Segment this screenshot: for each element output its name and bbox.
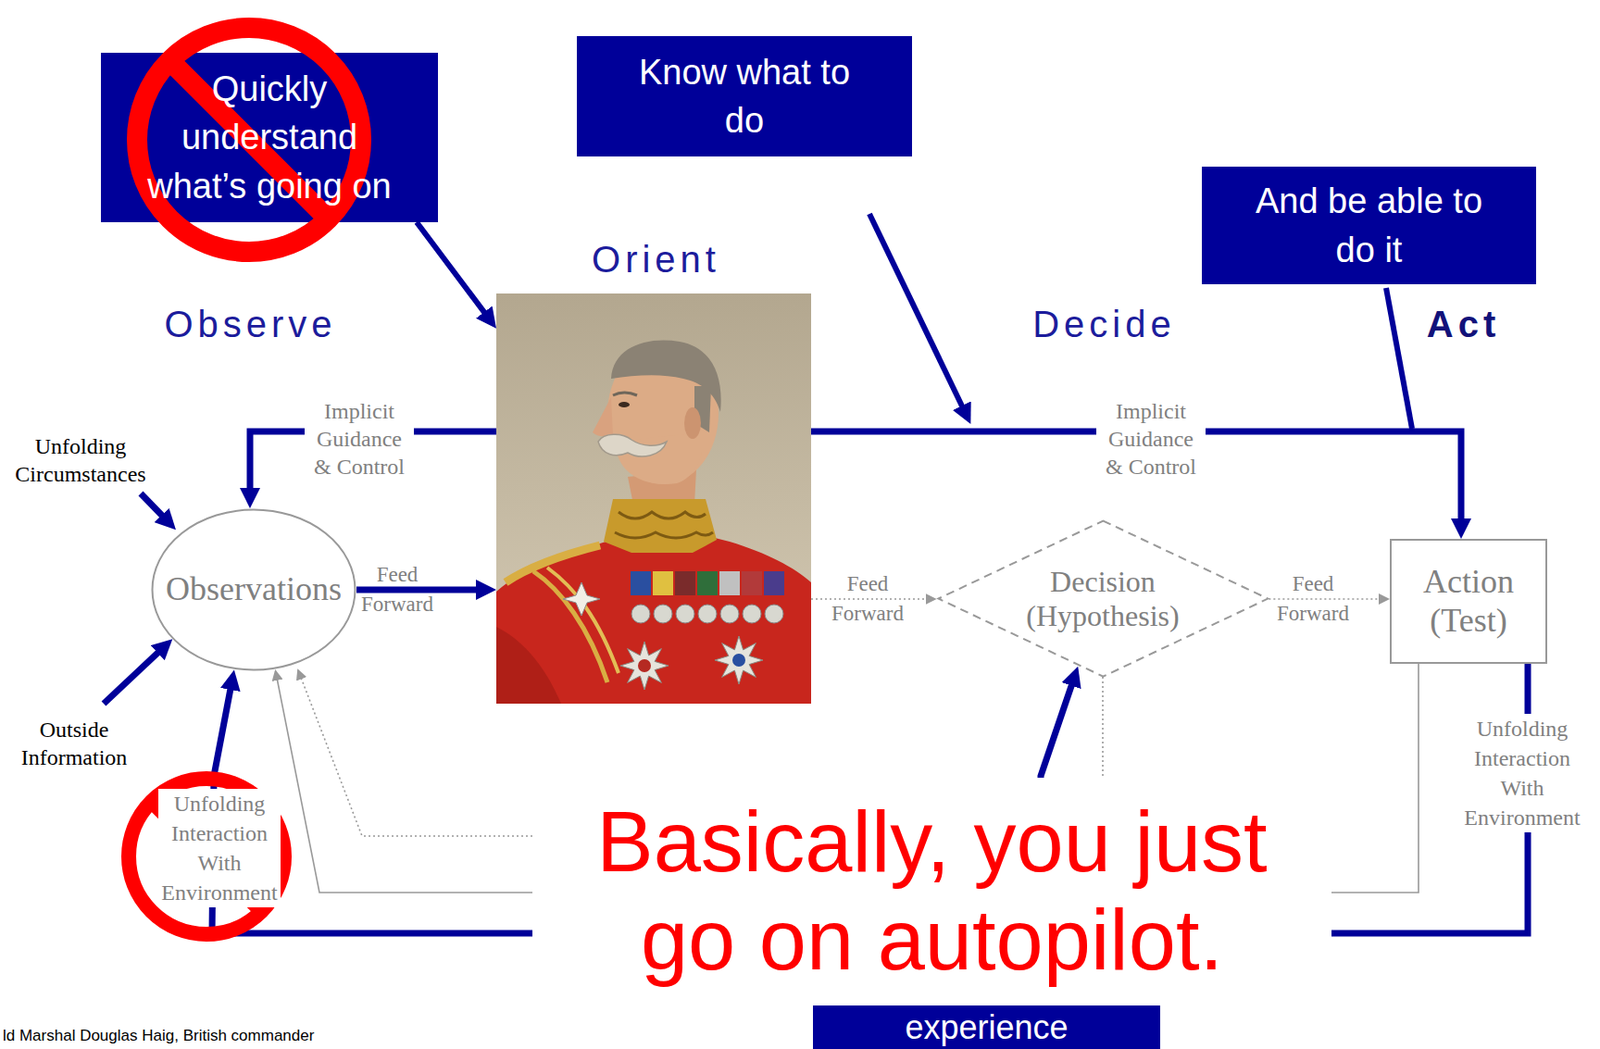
- callout-line: [1386, 287, 1413, 429]
- prohibition-sign: [137, 27, 362, 252]
- order-star-centre: [637, 659, 651, 673]
- edge-label: Feed Forward: [1276, 569, 1350, 629]
- label-wrap: ld Marshal Douglas Haig, British command…: [2, 1026, 314, 1046]
- collar: [603, 499, 717, 553]
- connector: [416, 222, 491, 322]
- edge-label: Unfolding Interaction With Environment: [1461, 713, 1583, 833]
- overlay-caption: Basically, you just go on autopilot.: [532, 777, 1332, 1006]
- node-text: Know what to do: [621, 48, 868, 146]
- prohibition-sign: [128, 778, 285, 935]
- medal-ribbon: [741, 571, 763, 596]
- feedback-line: [1101, 676, 1104, 776]
- callout-box: Know what to do: [576, 36, 913, 157]
- callout-arrow: [869, 213, 967, 416]
- input-label: Outside Information: [21, 715, 128, 772]
- diamond-outline: [937, 521, 1268, 677]
- collar-embroidery: [618, 512, 706, 519]
- ellipse-outline: [152, 510, 356, 671]
- connector: [356, 587, 488, 594]
- edge-label: Feed Forward: [361, 560, 434, 620]
- leader-arrow: [140, 493, 170, 524]
- label-wrap: Act: [1422, 302, 1500, 346]
- node-text: Observations: [165, 570, 342, 609]
- node-text: Decision (Hypothesis): [1025, 564, 1179, 634]
- label-wrap: Outside Information: [21, 715, 128, 772]
- stage-heading: Decide: [1027, 302, 1176, 346]
- order-star: [620, 641, 669, 690]
- medal: [653, 604, 673, 624]
- edge-label-wrap: Implicit Guidance & Control: [304, 397, 414, 481]
- node-text: Orient: [496, 237, 812, 281]
- medal-ribbon: [697, 571, 718, 596]
- label-wrap: Unfolding Circumstances: [14, 432, 146, 488]
- stage-heading: Act: [1422, 302, 1500, 346]
- label-wrap: Decide: [1027, 302, 1176, 346]
- label-wrap: Basically, you just go on autopilot.: [532, 777, 1332, 1006]
- edge-label-wrap: Unfolding Interaction With Environment: [1461, 713, 1583, 833]
- stage-heading: Observe: [159, 302, 337, 346]
- input-label: Unfolding Interaction With Environment: [158, 788, 280, 908]
- medal-ribbon: [675, 571, 696, 596]
- node-text: Quickly understand what’s going on: [137, 64, 401, 211]
- medal: [698, 604, 717, 624]
- medal: [720, 604, 739, 624]
- edge-label-wrap: Implicit Guidance & Control: [1096, 397, 1206, 481]
- node-text: And be able to do it: [1243, 176, 1495, 275]
- portrait-frame: Orient: [496, 293, 812, 704]
- callout-box: experience: [812, 1005, 1161, 1049]
- epaulette: [505, 545, 600, 583]
- callout-box: Quickly understand what’s going on: [100, 52, 438, 223]
- tunic-shade: [496, 626, 562, 704]
- medal: [742, 604, 762, 624]
- connectors: [212, 222, 1528, 1006]
- leader-arrow: [103, 645, 166, 704]
- order-star-centre: [732, 653, 746, 667]
- edge-label: Feed Forward: [831, 569, 904, 629]
- observations-ellipse: Observations: [150, 508, 357, 672]
- medal-ribbon: [719, 571, 740, 596]
- input-label: Unfolding Circumstances: [14, 432, 146, 488]
- callout-box: And be able to do it: [1201, 166, 1537, 285]
- medal: [631, 604, 650, 624]
- feedback-line: [298, 670, 533, 837]
- edge-label-wrap: Feed Forward: [361, 560, 434, 620]
- label-wrap: Unfolding Interaction With Environment: [158, 788, 280, 908]
- edge-label: Implicit Guidance & Control: [1096, 397, 1206, 481]
- image-credit: ld Marshal Douglas Haig, British command…: [2, 1026, 314, 1046]
- medal: [675, 604, 695, 624]
- portrait-illustration: [496, 293, 812, 704]
- medal-ribbon: [630, 571, 651, 596]
- decision-diamond: Decision (Hypothesis): [937, 519, 1270, 678]
- eye: [618, 401, 630, 408]
- ear: [684, 407, 701, 439]
- order-badge: [562, 582, 600, 616]
- medal-ribbon: [763, 571, 785, 596]
- connector: [811, 598, 936, 600]
- order-star: [714, 636, 763, 685]
- edge-label-wrap: Feed Forward: [1276, 569, 1350, 629]
- gold-cord: [547, 567, 619, 674]
- connector: [1268, 598, 1388, 600]
- edge-label: Implicit Guidance & Control: [304, 397, 414, 481]
- moustache: [598, 434, 667, 457]
- portrait-ground: [496, 293, 812, 704]
- collar-embroidery: [614, 532, 713, 538]
- node-text: experience: [904, 1007, 1068, 1048]
- prohibition-slash: [170, 61, 329, 220]
- medal: [764, 604, 784, 624]
- edge-label-wrap: Feed Forward: [831, 569, 904, 629]
- nose: [592, 397, 613, 438]
- label-wrap: Observe: [159, 302, 337, 346]
- tunic: [496, 532, 812, 704]
- eyebrow: [612, 392, 638, 396]
- action-box: Action (Test): [1389, 538, 1548, 664]
- node-text: Action (Test): [1423, 562, 1514, 640]
- medal-ribbon: [652, 571, 674, 596]
